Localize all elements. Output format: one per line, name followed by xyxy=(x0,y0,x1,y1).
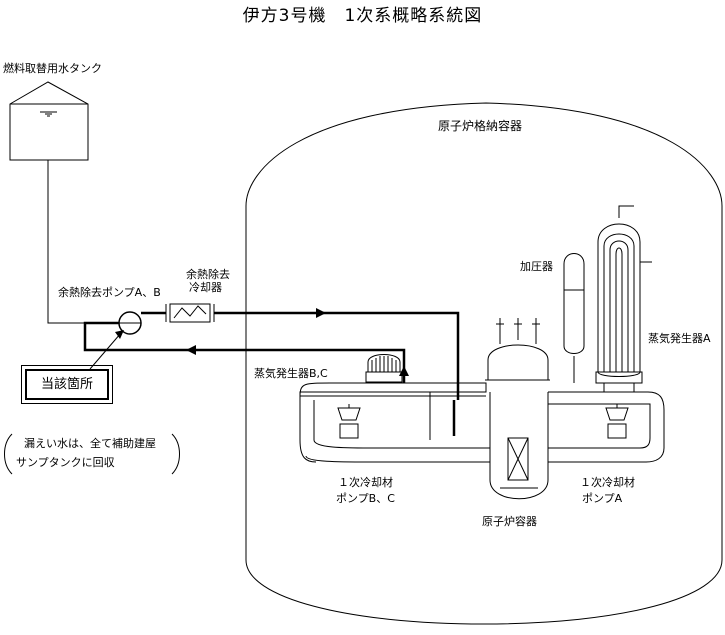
rhr-discharge-line xyxy=(141,311,460,400)
note-bracket-right xyxy=(171,433,180,475)
pressurizer-label: 加圧器 xyxy=(520,260,553,273)
sg-a-shape xyxy=(597,223,641,377)
reactor-vessel-label: 原子炉容器 xyxy=(482,515,537,528)
sg-a-label: 蒸気発生器A xyxy=(648,332,711,345)
rcp-bc-label-line1: １次冷却材 xyxy=(338,476,393,489)
rhr-pump-label: 余熱除去ポンプA、B xyxy=(58,286,161,299)
reactor-head xyxy=(487,344,549,381)
rcp-a-label-line2: ポンプA xyxy=(582,492,623,505)
flow-arrow-left xyxy=(186,345,196,355)
rcp-a-label-line1: １次冷却材 xyxy=(580,476,635,489)
flow-arrow-right xyxy=(316,308,326,318)
sg-bc-shape xyxy=(367,354,401,373)
rhr-cooler-shape xyxy=(169,303,211,323)
rcp-a-shape xyxy=(605,407,629,421)
note-line-1: 漏えい水は、全て補助建屋 xyxy=(24,437,156,450)
reactor-vessel-shape xyxy=(489,392,549,500)
rhr-return-line xyxy=(83,321,406,383)
rhr-cooler-label-line2: 冷却器 xyxy=(189,281,222,294)
diagram-title: 伊方3号機 1次系概略系統図 xyxy=(242,6,483,26)
rcp-bc-shape xyxy=(337,407,361,421)
fuel-tank-label: 燃料取替用水タンク xyxy=(3,62,102,75)
reactor-core xyxy=(507,437,529,481)
primary-coolant-loop xyxy=(299,382,487,397)
containment-vessel-outline xyxy=(245,102,723,625)
note-bracket-left xyxy=(4,433,13,475)
sg-bc-label: 蒸気発生器B,C xyxy=(254,367,328,380)
flow-arrow-up xyxy=(399,366,409,376)
containment-label: 原子炉格納容器 xyxy=(438,119,523,133)
rcp-bc-label-line2: ポンプB、C xyxy=(336,492,395,505)
rhr-cooler-label-line1: 余熱除去 xyxy=(186,268,230,281)
pressurizer-shape xyxy=(563,253,585,354)
affected-location-box: 当該箇所 xyxy=(21,365,113,404)
fuel-tank-shape xyxy=(9,81,89,161)
location-pointer-arrow xyxy=(115,330,124,339)
note-line-2: サンプタンクに回収 xyxy=(16,456,115,469)
